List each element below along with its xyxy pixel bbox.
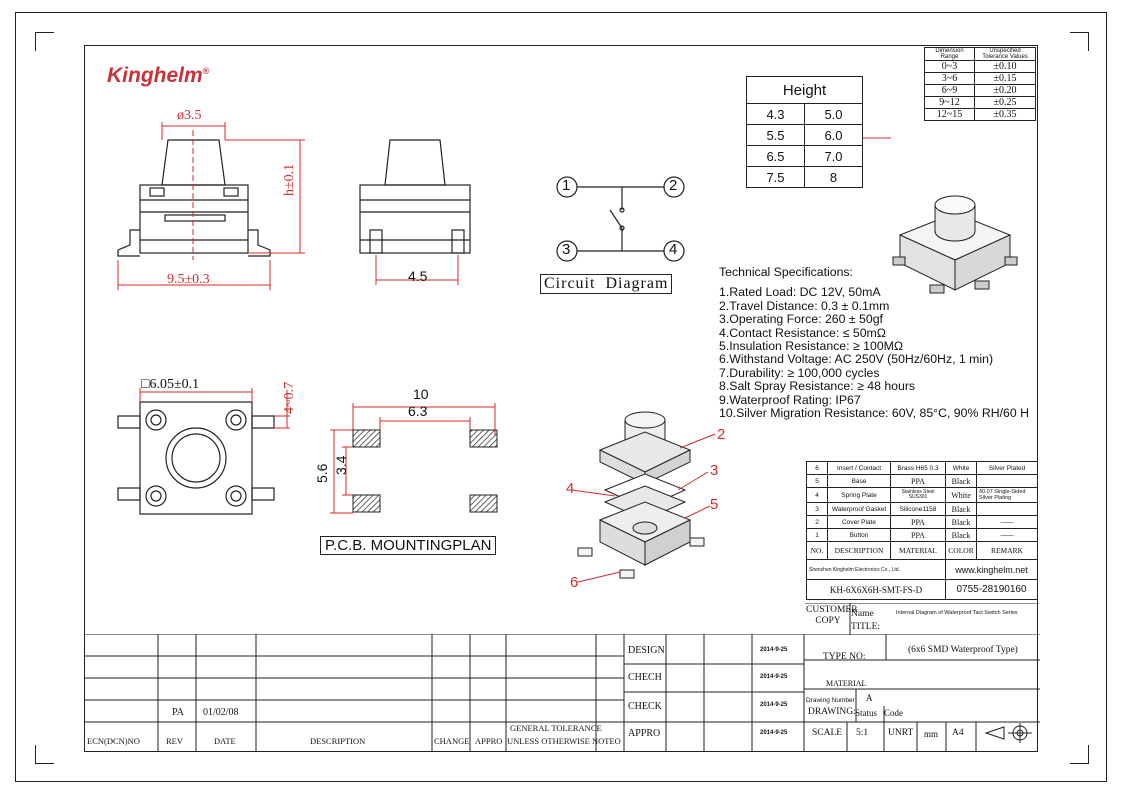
spec-title: Technical Specifications: xyxy=(719,265,853,279)
title-row-lines xyxy=(805,603,1039,635)
pcb-mounting-drawing xyxy=(330,403,498,514)
customer-copy: CUSTOMER COPY xyxy=(806,605,858,626)
circuit-pin-1: 1 xyxy=(562,177,571,194)
crop-mark-tr xyxy=(1070,32,1089,51)
tb-unit: mm xyxy=(924,729,939,739)
spec-item: 6.Withstand Voltage: AC 250V (50Hz/60Hz,… xyxy=(719,352,994,367)
crop-mark-br xyxy=(1070,745,1089,764)
circuit-pin-2: 2 xyxy=(669,177,678,194)
outer-frame xyxy=(15,12,1107,782)
col-rev: REV xyxy=(166,736,183,746)
tb-check: CHECK xyxy=(628,701,662,712)
spec-item: 9.Waterproof Rating: IP67 xyxy=(719,392,861,407)
col-description: DESCRIPTION xyxy=(310,736,366,746)
callout-2: 2 xyxy=(717,426,726,443)
circuit-pin-3: 3 xyxy=(562,241,571,258)
tb-scale-label: SCALE xyxy=(812,728,843,738)
tb-drawing-number: Drawing Number xyxy=(806,697,855,704)
spec-item: 7.Durability: ≥ 100,000 cycles xyxy=(719,365,880,380)
technical-specifications: Technical Specifications: 1.Rated Load: … xyxy=(719,265,1029,421)
pcb-mounting-label: P.C.B. MOUNTINGPLAN xyxy=(320,536,497,555)
circuit-diagram xyxy=(556,176,685,262)
tb-drawing: DRAWING: xyxy=(808,707,856,717)
callout-5: 5 xyxy=(710,496,719,513)
tb-status-value: A xyxy=(866,693,873,703)
tb-date-4: 2014-9-25 xyxy=(760,730,788,736)
exploded-view-drawing xyxy=(571,411,716,583)
col-date: DATE xyxy=(214,736,236,746)
spec-item: 2.Travel Distance: 0.3 ± 0.1mm xyxy=(719,298,890,313)
tb-scale: 5:1 xyxy=(856,728,869,738)
tb-design: DESIGN xyxy=(628,645,665,656)
spec-item: 3.Operating Force: 260 ± 50gf xyxy=(719,312,883,327)
tb-chech: CHECH xyxy=(628,672,662,683)
projection-symbol-icon xyxy=(984,723,1032,743)
dim-height: h±0.1 xyxy=(282,163,297,196)
circuit-pin-4: 4 xyxy=(669,241,678,258)
switch-3d-render xyxy=(892,195,1018,294)
side-view-drawing xyxy=(359,139,471,285)
dim-side: 4~0.7 xyxy=(282,381,297,414)
tb-date-3: 2014-9-25 xyxy=(760,702,788,708)
callout-6: 6 xyxy=(570,574,579,591)
top-view-drawing xyxy=(117,388,290,515)
tb-unit-label: UNRT xyxy=(888,728,914,738)
spec-item: 10.Silver Migration Resistance: 60V, 85°… xyxy=(719,406,1029,421)
tb-date-1: 2014-9-25 xyxy=(760,647,788,653)
dim-top-diameter: ø3.5 xyxy=(177,108,202,123)
crop-mark-bl xyxy=(35,745,54,764)
col-change: CHANGE xyxy=(434,736,470,746)
front-view-drawing xyxy=(117,122,305,290)
tb-type-value: (6x6 SMD Waterproof Type) xyxy=(908,645,1018,655)
dim-width: 9.5±0.3 xyxy=(167,272,210,287)
rev-date: 01/02/08 xyxy=(203,707,239,718)
tb-date-2: 2014-9-25 xyxy=(760,674,788,680)
tb-code: Code xyxy=(884,708,903,718)
circuit-diagram-label: Circuit Diagram xyxy=(540,274,673,294)
general-tolerance: GENERAL TOLERANCE xyxy=(510,723,602,733)
title-label: TITLE: xyxy=(851,622,881,632)
drawing-border xyxy=(84,45,1038,752)
title-name-label: Name xyxy=(851,609,874,619)
col-appro: APPRO xyxy=(475,736,503,746)
callout-4: 4 xyxy=(566,480,575,497)
brand-logo: Kinghelm® xyxy=(107,64,210,87)
spec-item: 4.Contact Resistance: ≤ 50mΩ xyxy=(719,325,886,340)
tb-size: A4 xyxy=(952,728,964,738)
dim-pcb-inner: 6.3 xyxy=(408,403,428,419)
title-value: Internal Diagram of Waterproof Tact Swit… xyxy=(896,610,1018,616)
height-leader-line xyxy=(863,137,891,139)
dim-pin-span: 4.5 xyxy=(408,268,428,284)
dim-body-square: □6.05±0.1 xyxy=(141,377,200,392)
title-block-grid xyxy=(84,634,1040,752)
spec-item: 8.Salt Spray Resistance: ≥ 48 hours xyxy=(719,379,916,394)
tb-status: Status xyxy=(855,708,878,718)
callout-3: 3 xyxy=(710,462,719,479)
tb-type-no: TYPE NO: xyxy=(823,652,866,662)
dim-pcb-height: 5.6 xyxy=(314,463,330,483)
tb-appro: APPRO xyxy=(628,728,661,739)
tb-material: MATERIAL xyxy=(826,679,867,688)
dim-pcb-width: 10 xyxy=(413,386,429,402)
unless-otherwise: UNLESS OTHERWISE NOTEO xyxy=(507,736,621,746)
spec-item: 5.Insulation Resistance: ≥ 100MΩ xyxy=(719,339,904,354)
crop-mark-tl xyxy=(35,32,54,51)
dim-pcb-inner-height: 3.4 xyxy=(333,455,349,475)
rev-pa: PA xyxy=(172,707,184,718)
spec-item: 1.Rated Load: DC 12V, 50mA xyxy=(719,285,881,300)
col-ecn: ECN(DCN)NO xyxy=(87,736,140,746)
